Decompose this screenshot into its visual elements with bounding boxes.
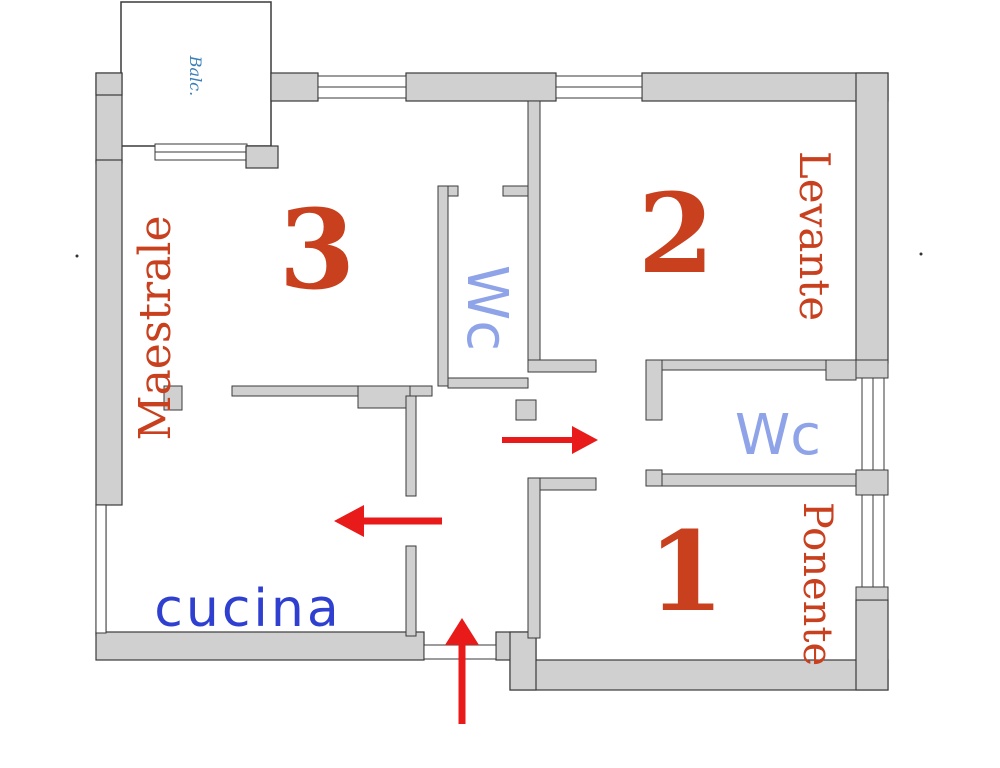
room-1: 1 Ponente	[648, 502, 840, 666]
dot	[75, 254, 79, 258]
room-3-number: 3	[279, 185, 356, 314]
arrow-right-icon	[502, 426, 598, 454]
room-1-number: 1	[648, 507, 725, 636]
window	[95, 504, 107, 634]
room-2: 2 Levante	[638, 151, 839, 321]
room-3-name: Maestrale	[130, 216, 181, 441]
balcony	[120, 1, 272, 161]
room-3: 3 Maestrale	[130, 185, 355, 440]
balcony-label: Balc.	[186, 55, 205, 96]
room-2-number: 2	[638, 169, 715, 298]
room-2-name: Levante	[790, 151, 839, 321]
outer-walls	[95, 72, 889, 691]
entrance-arrow-icon	[445, 618, 479, 724]
wc-center-label: Wc	[454, 265, 519, 351]
room-1-name: Ponente	[794, 502, 840, 666]
dot	[919, 252, 923, 256]
arrow-left-icon	[334, 505, 442, 537]
inner-walls	[163, 100, 889, 639]
kitchen-label: cucina	[154, 579, 341, 639]
wc-right-label: Wc	[735, 403, 821, 468]
